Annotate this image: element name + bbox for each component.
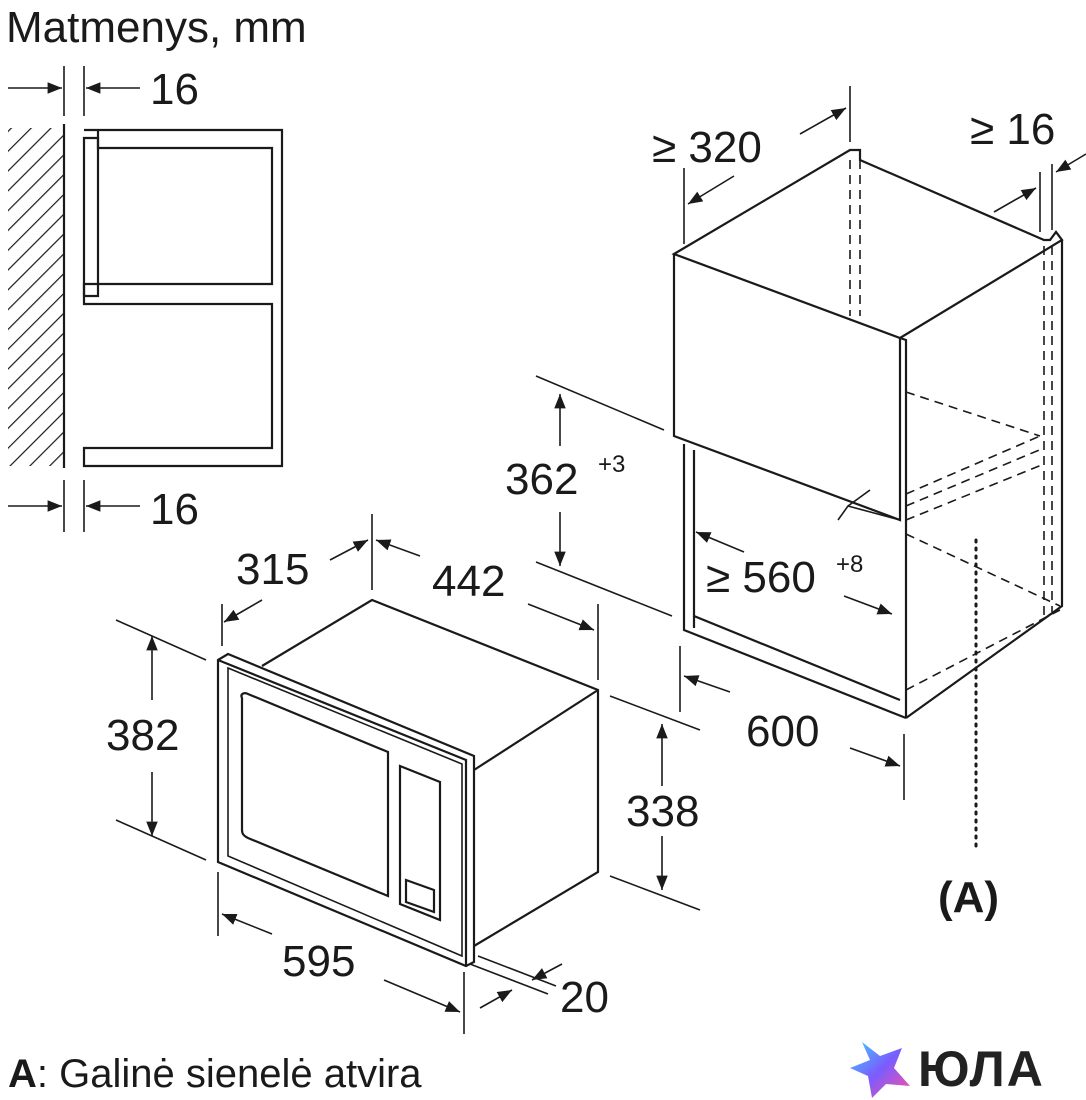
dim-cabinet-width: 600 — [746, 707, 819, 756]
dim-side-bottom: 16 — [150, 485, 199, 534]
star-logo-icon — [850, 1042, 910, 1098]
marker-a: (A) — [938, 873, 999, 922]
dim-oven-depth: 315 — [236, 545, 309, 594]
dim-arrow — [383, 979, 461, 1013]
dim-arrow — [329, 539, 369, 561]
dim-arrow — [527, 603, 595, 631]
dim-niche-width: ≥ 560 — [706, 553, 816, 602]
dim-arrow — [221, 913, 273, 935]
oven-window — [240, 692, 390, 898]
oven-view: 315 442 382 338 595 20 — [106, 514, 701, 1034]
dim-side-top: 16 — [150, 65, 199, 114]
dim-arrow — [1055, 153, 1086, 173]
dim-arrow — [531, 963, 563, 981]
dim-niche-depth: ≥ 320 — [652, 123, 762, 172]
dim-oven-body-height: 338 — [626, 787, 699, 836]
side-front-panel — [82, 136, 100, 298]
cabinet-right-side — [905, 240, 1064, 719]
dim-oven-front-height: 382 — [106, 711, 179, 760]
oven-control-panel — [398, 764, 442, 922]
oven-body — [261, 598, 600, 947]
dim-arrow — [843, 595, 893, 615]
dim-niche-width-tol: +8 — [836, 551, 863, 578]
dim-arrow — [993, 187, 1037, 213]
diagram-title: Matmenys, mm — [6, 3, 307, 52]
dim-arrow — [223, 599, 263, 623]
dim-arrow — [479, 989, 513, 1009]
niche-opening — [682, 444, 907, 720]
dim-arrow — [375, 539, 421, 557]
dim-oven-front-thickness: 20 — [560, 973, 609, 1022]
legend-key: A — [8, 1052, 37, 1096]
dim-arrow — [683, 675, 731, 693]
cabinet-top — [671, 148, 1064, 340]
logo-text: ЮЛА — [918, 1041, 1045, 1097]
dim-arrow — [695, 531, 745, 553]
wall-hatch — [8, 128, 64, 466]
dim-niche-side: ≥ 16 — [970, 105, 1055, 154]
cabinet-view: (A) ≥ 320 ≥ 16 362 +3 ≥ 560 +8 600 — [505, 86, 1086, 922]
dim-arrow — [849, 747, 901, 767]
legend: A: Galinė sienelė atvira — [8, 1052, 422, 1097]
dim-niche-height: 362 — [505, 455, 578, 504]
oven-display — [404, 878, 436, 914]
brand-logo: ЮЛА — [850, 1040, 1045, 1098]
dim-niche-height-tol: +3 — [598, 451, 625, 478]
dim-arrow — [687, 175, 735, 205]
dim-oven-front-width: 595 — [282, 937, 355, 986]
dim-arrow — [799, 107, 847, 135]
legend-text: : Galinė sienelė atvira — [36, 1052, 422, 1096]
side-view: 16 16 — [8, 65, 284, 534]
dim-oven-body-width: 442 — [432, 557, 505, 606]
oven-front-frame — [216, 652, 476, 968]
side-frame — [82, 128, 284, 468]
cabinet-upper-front — [672, 254, 902, 522]
